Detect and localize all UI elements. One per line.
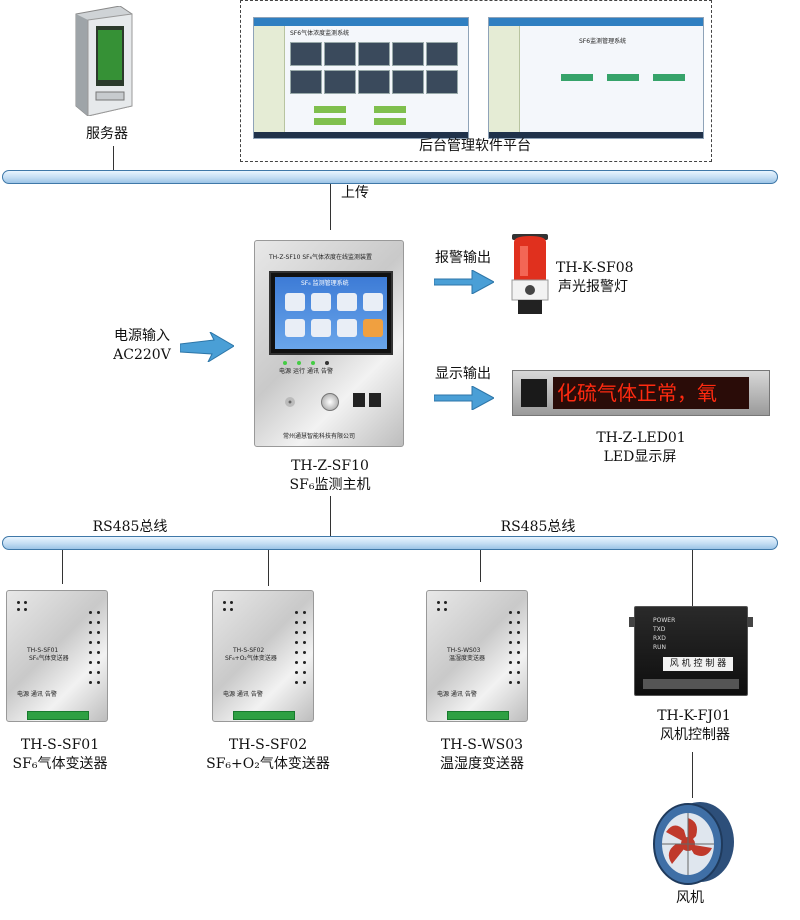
server-label: 服务器 bbox=[86, 126, 128, 142]
top-bus bbox=[2, 170, 778, 184]
display-name: LED显示屏 bbox=[603, 449, 677, 465]
host-panel-title: TH-Z-SF10 SF₆气体浓度在线监测装置 bbox=[269, 254, 372, 261]
tx2-model: TH-S-SF02 bbox=[228, 737, 308, 753]
alarm-output-label: 报警输出 bbox=[435, 250, 491, 266]
transmitter-sf02: TH-S-SF02 SF₆+O₂气体变送器 电源 通讯 告警 bbox=[212, 590, 314, 722]
software-platform-box bbox=[240, 0, 712, 162]
screenshot-title: SF6气体浓度监测系统 bbox=[290, 30, 350, 37]
host-led-label-run: 运行 bbox=[293, 368, 306, 375]
host-switch2-icon bbox=[369, 393, 381, 407]
host-switch-icon bbox=[353, 393, 365, 407]
fan-controller-model: TH-K-FJ01 bbox=[657, 708, 731, 724]
tx1-model: TH-S-SF01 bbox=[20, 737, 100, 753]
fan-controller-name: 风机控制器 bbox=[660, 727, 730, 743]
tx1-plate-leds: 电源 通讯 告警 bbox=[17, 691, 57, 698]
tx2-connector bbox=[268, 550, 269, 586]
tx3-plate-leds: 电源 通讯 告警 bbox=[437, 691, 477, 698]
fan-connector bbox=[692, 752, 693, 798]
tx1-name: SF₆气体变送器 bbox=[12, 756, 108, 772]
led-display-panel: 化硫气体正常，氧 bbox=[512, 370, 770, 416]
alarm-arrow-icon bbox=[434, 270, 494, 294]
host-model: TH-Z-SF10 bbox=[291, 458, 369, 474]
tx3-plate-name: 温湿度变送器 bbox=[449, 655, 486, 662]
server-icon bbox=[62, 5, 142, 117]
power-input-label: 电源输入 bbox=[114, 328, 170, 344]
host-bus-connector bbox=[330, 496, 331, 536]
tx2-terminal bbox=[233, 711, 295, 720]
rs485-bus bbox=[2, 536, 778, 550]
server-connector bbox=[113, 146, 114, 172]
host-led-label-comm: 通讯 bbox=[307, 368, 320, 375]
host-speaker-icon bbox=[285, 397, 295, 407]
tx3-connector bbox=[480, 550, 481, 582]
tx3-model: TH-S-WS03 bbox=[440, 737, 524, 753]
tx3-plate-model: TH-S-WS03 bbox=[447, 647, 481, 654]
host-led-label-alarm: 告警 bbox=[321, 368, 334, 375]
fan-controller-connector bbox=[692, 550, 693, 606]
fan-label: 风机 bbox=[676, 890, 704, 906]
tx1-terminal bbox=[27, 711, 89, 720]
power-input-voltage: AC220V bbox=[113, 347, 171, 363]
fan-controller-plate: 风 机 控 制 器 bbox=[663, 657, 733, 671]
power-arrow-icon bbox=[180, 332, 234, 362]
host-button-icon bbox=[321, 393, 339, 411]
fan-controller-status-rxd: RXD bbox=[653, 635, 666, 642]
led-display-text: 化硫气体正常，氧 bbox=[557, 381, 717, 405]
upload-label: 上传 bbox=[341, 185, 369, 201]
tx3-terminal bbox=[447, 711, 509, 720]
transmitter-ws03: TH-S-WS03 温湿度变送器 电源 通讯 告警 bbox=[426, 590, 528, 722]
software-platform-label: 后台管理软件平台 bbox=[419, 138, 531, 154]
transmitter-sf01: TH-S-SF01 SF₆气体变送器 电源 通讯 告警 bbox=[6, 590, 108, 722]
tx2-plate-leds: 电源 通讯 告警 bbox=[223, 691, 263, 698]
host-name: SF₆监测主机 bbox=[289, 477, 371, 493]
host-led-label-power: 电源 bbox=[279, 368, 292, 375]
rs485-label-right: RS485总线 bbox=[500, 519, 576, 535]
software-screenshot-monitor: SF6气体浓度监测系统 bbox=[253, 17, 469, 139]
main-host-panel: TH-Z-SF10 SF₆气体浓度在线监测装置 SF₆ 监测管理系统 电源 运行… bbox=[254, 240, 404, 447]
alarm-lamp-icon bbox=[508, 232, 552, 318]
fan-controller-status-txd: TXD bbox=[653, 626, 666, 633]
fan-controller-plate-text: 风 机 控 制 器 bbox=[669, 659, 727, 669]
tx2-name: SF₆+O₂气体变送器 bbox=[206, 756, 330, 772]
display-arrow-icon bbox=[434, 386, 494, 410]
tx2-plate-name: SF₆+O₂气体变送器 bbox=[225, 655, 277, 662]
upload-connector bbox=[330, 184, 331, 230]
alarm-name: 声光报警灯 bbox=[558, 279, 628, 295]
host-screen-title: SF₆ 监测管理系统 bbox=[301, 280, 349, 287]
fan-controller-status-power: POWER bbox=[653, 617, 676, 624]
fan-controller-status-run: RUN bbox=[653, 644, 667, 651]
host-company: 常州通慧智能科技有限公司 bbox=[283, 433, 356, 440]
display-model: TH-Z-LED01 bbox=[596, 430, 686, 446]
tx1-connector bbox=[62, 550, 63, 584]
alarm-model: TH-K-SF08 bbox=[556, 260, 634, 276]
tx1-plate-name: SF₆气体变送器 bbox=[29, 655, 69, 662]
rs485-label-left: RS485总线 bbox=[92, 519, 168, 535]
screenshot2-title: SF6监测管理系统 bbox=[579, 38, 627, 45]
software-screenshot-overview: SF6监测管理系统 bbox=[488, 17, 704, 139]
tx1-plate-model: TH-S-SF01 bbox=[27, 647, 59, 654]
fan-controller-box: POWER TXD RXD RUN 风 机 控 制 器 bbox=[629, 606, 753, 696]
fan-icon bbox=[644, 800, 740, 886]
host-touchscreen: SF₆ 监测管理系统 bbox=[269, 271, 393, 355]
display-output-label: 显示输出 bbox=[435, 366, 491, 382]
tx2-plate-model: TH-S-SF02 bbox=[233, 647, 265, 654]
tx3-name: 温湿度变送器 bbox=[440, 756, 524, 772]
